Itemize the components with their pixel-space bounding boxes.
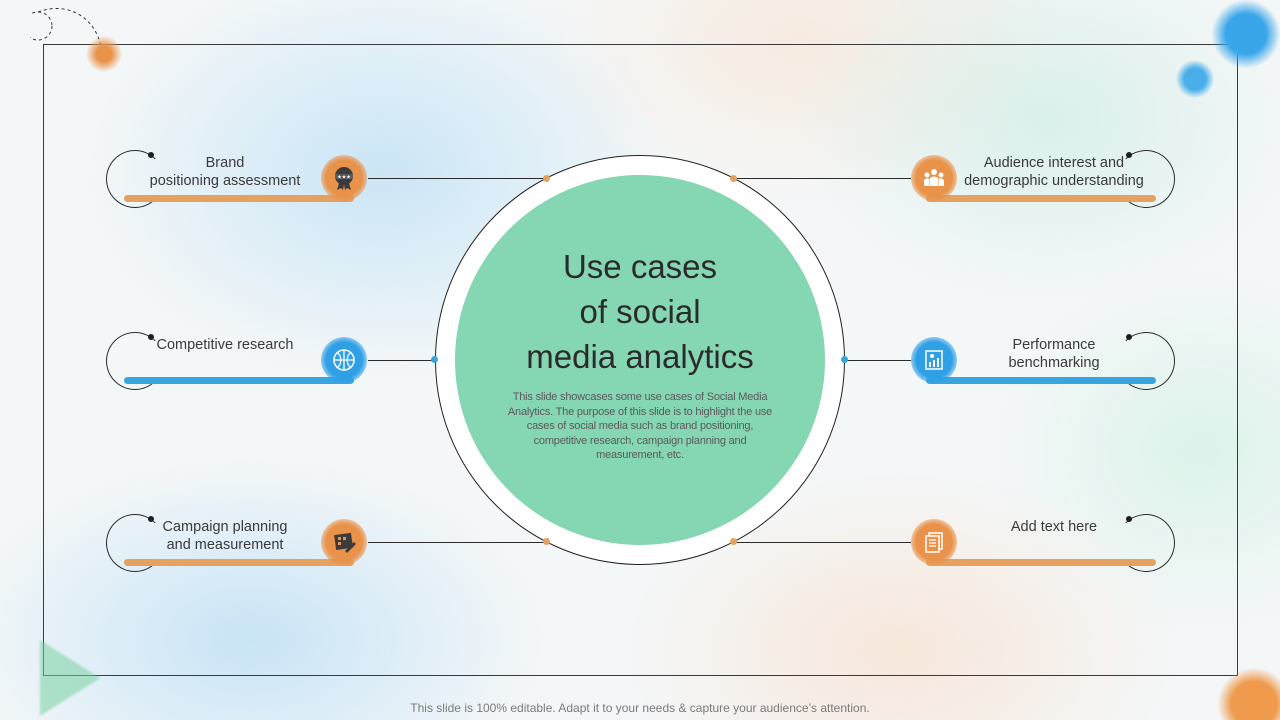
title-line: of social xyxy=(579,293,701,330)
item-label-competitive-research: Competitive research xyxy=(156,337,294,353)
item-label-add-text: Add text here xyxy=(1010,519,1098,535)
item-label-brand-positioning: Brand positioning assessment xyxy=(149,155,301,189)
item-arc xyxy=(106,332,164,390)
award-badge-icon: ★★★ xyxy=(335,167,353,190)
svg-text:★★★: ★★★ xyxy=(337,175,351,181)
item-arc xyxy=(1117,150,1175,208)
item-arc xyxy=(106,514,164,572)
item-bar xyxy=(926,377,1156,384)
item-label-audience-interest: Audience interest and demographic unders… xyxy=(964,155,1144,189)
ring-dot xyxy=(841,356,848,363)
connector-line-3 xyxy=(368,542,546,543)
ring-dot xyxy=(431,356,438,363)
item-arc-dot xyxy=(148,152,154,158)
item-arc-dot xyxy=(148,516,154,522)
title-line: Use cases xyxy=(562,248,718,285)
ring-dot xyxy=(730,175,737,182)
connector-line-4 xyxy=(733,178,911,179)
item-icon-circle xyxy=(911,519,957,565)
connector-line-2 xyxy=(368,360,435,361)
ring-dot xyxy=(543,175,550,182)
blue-blob-decoration xyxy=(1212,0,1280,68)
item-label-performance-benchmarking: Performance benchmarking xyxy=(1008,337,1100,371)
item-bar xyxy=(926,195,1156,202)
item-arc-dot xyxy=(1126,334,1132,340)
performance-report-icon xyxy=(925,350,943,370)
connector-line-6 xyxy=(733,542,911,543)
basketball-icon xyxy=(333,349,355,371)
item-label-campaign-planning: Campaign planning and measurement xyxy=(162,519,288,553)
connector-line-1 xyxy=(368,178,546,179)
item-arc-dot xyxy=(148,334,154,340)
slide-title: Use cases of social media analytics xyxy=(470,244,810,379)
orange-blob-decoration xyxy=(86,36,122,72)
documents-icon xyxy=(925,532,943,553)
item-bar xyxy=(124,559,354,566)
connector-line-5 xyxy=(845,360,911,361)
item-arc-dot xyxy=(1126,152,1132,158)
item-icon-circle xyxy=(911,337,957,383)
green-triangle-decoration xyxy=(40,640,100,716)
item-bar xyxy=(124,377,354,384)
item-icon-circle xyxy=(321,337,367,383)
item-icon-circle xyxy=(911,155,957,201)
slide-description: This slide showcases some use cases of S… xyxy=(507,391,773,461)
item-arc xyxy=(1117,332,1175,390)
slide-footer: This slide is 100% editable. Adapt it to… xyxy=(410,701,870,715)
calendar-plan-icon xyxy=(334,532,356,553)
blue-small-blob-decoration xyxy=(1176,60,1214,98)
item-icon-circle xyxy=(321,519,367,565)
item-arc-dot xyxy=(1126,516,1132,522)
title-line: media analytics xyxy=(526,338,754,375)
item-arc xyxy=(106,150,164,208)
center-circle xyxy=(455,175,825,545)
ring-dot xyxy=(543,538,550,545)
item-icon-circle: ★★★ xyxy=(321,155,367,201)
item-arc xyxy=(1117,514,1175,572)
slide-frame xyxy=(43,44,1238,676)
item-bar xyxy=(124,195,354,202)
audience-group-icon xyxy=(924,169,944,186)
ring-dot xyxy=(730,538,737,545)
item-bar xyxy=(926,559,1156,566)
